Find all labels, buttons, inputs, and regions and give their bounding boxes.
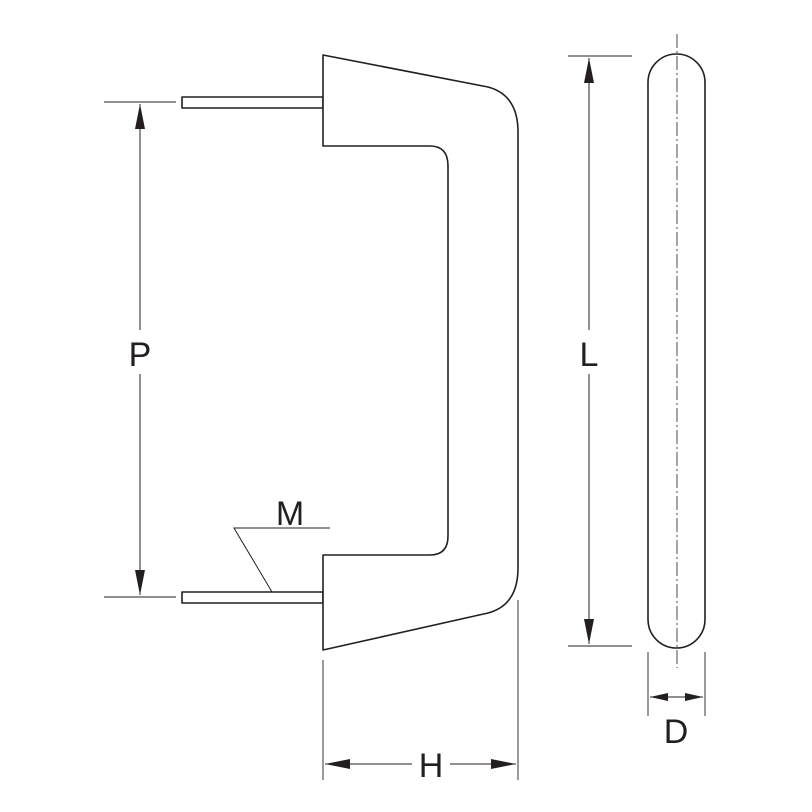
handle-front-view xyxy=(647,34,706,668)
thread-leader-line xyxy=(233,527,330,593)
height-label: H xyxy=(419,747,444,785)
length-dimension: L xyxy=(568,55,632,647)
bottom-screw xyxy=(181,591,324,604)
pitch-arrow-bottom xyxy=(135,570,145,595)
diameter-arrow-left xyxy=(650,693,668,701)
pitch-dimension: P xyxy=(104,101,176,598)
length-label: L xyxy=(580,336,599,374)
top-screw xyxy=(181,96,324,109)
length-arrow-bottom xyxy=(584,619,594,644)
pitch-arrow-top xyxy=(135,104,145,129)
diameter-label: D xyxy=(664,713,689,751)
handle-side-view xyxy=(181,54,519,651)
length-arrow-top xyxy=(584,58,594,83)
diameter-dimension: D xyxy=(647,652,706,751)
thread-callout: M xyxy=(233,495,330,593)
thread-label: M xyxy=(276,495,304,533)
handle-front-body xyxy=(647,53,706,649)
handle-body xyxy=(322,54,519,651)
height-arrow-right xyxy=(491,759,516,769)
diameter-arrow-right xyxy=(685,693,703,701)
pitch-label: P xyxy=(129,336,152,374)
height-arrow-left xyxy=(325,759,350,769)
height-dimension: H xyxy=(322,600,519,786)
